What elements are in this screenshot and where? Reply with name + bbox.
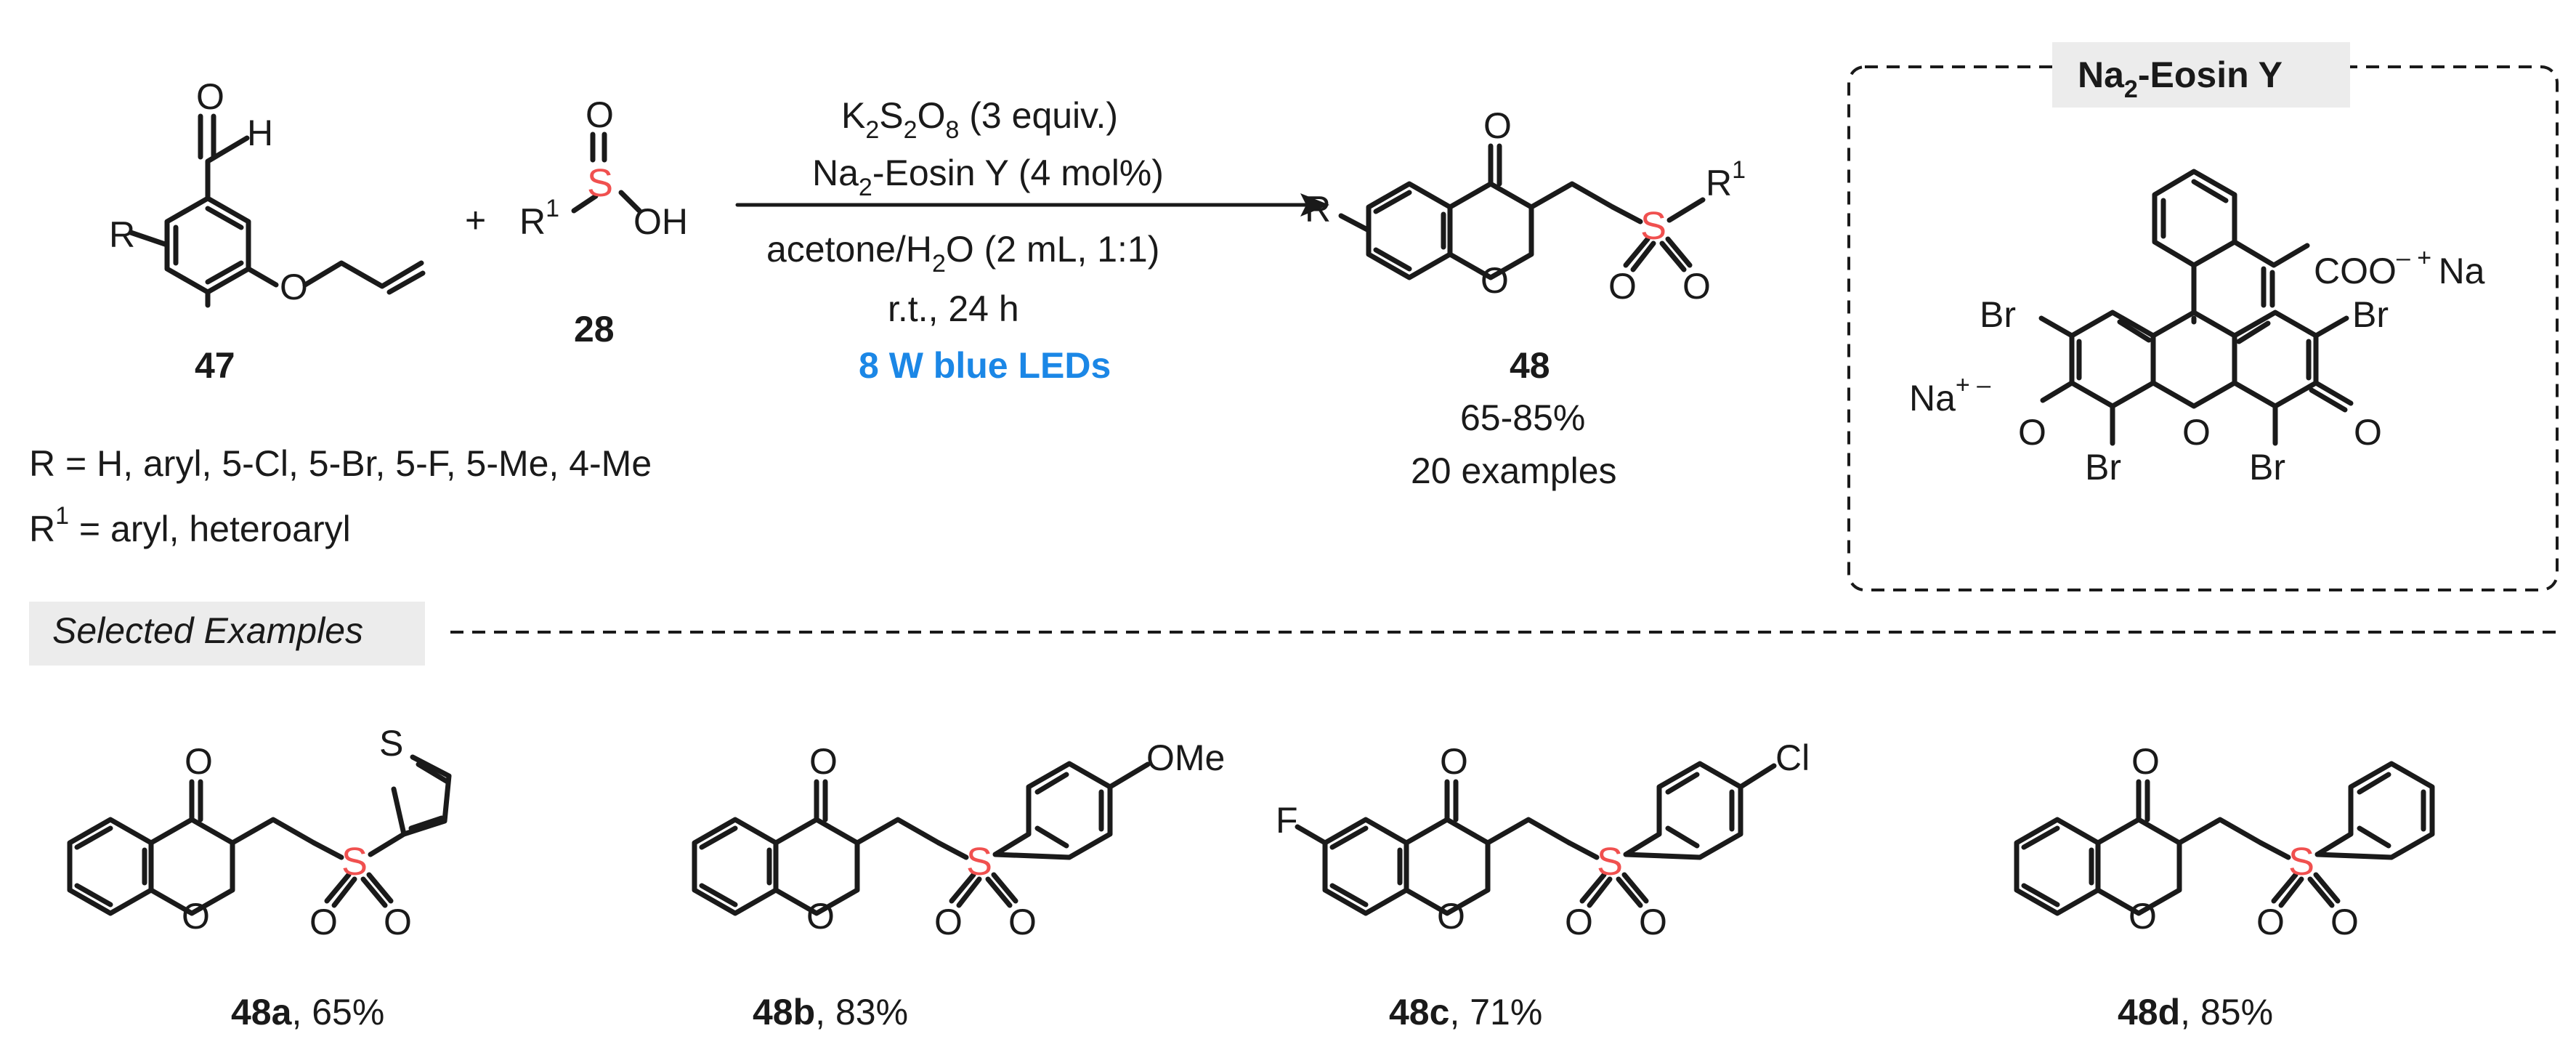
keto-oxygen: O bbox=[2131, 741, 2160, 782]
condition-temp-time: r.t., 24 h bbox=[888, 288, 1019, 329]
example-label-48c: 48c, 71% bbox=[1389, 992, 1542, 1032]
product-48: O O R S R1 O O bbox=[1305, 105, 1746, 307]
condition-oxidant: K2S2O8 (3 equiv.) bbox=[841, 95, 1118, 144]
example-label-48b: 48b, 83% bbox=[753, 992, 908, 1032]
ring-oxygen: O bbox=[2129, 896, 2157, 937]
sulfonyl-oxygen-left: O bbox=[934, 902, 963, 942]
sulfonyl-oxygen-right: O bbox=[1008, 902, 1037, 942]
sulfonyl-oxygen-left: O bbox=[1565, 902, 1593, 942]
product-r-group: R bbox=[1305, 189, 1331, 230]
plus-sign: + bbox=[465, 200, 486, 240]
r-group: R bbox=[109, 214, 135, 255]
xanthene-oxygen: O bbox=[2182, 412, 2211, 453]
catalyst-box: Na2-Eosin Y COO– + Na Br Br Br Br O O Na… bbox=[1847, 42, 2559, 591]
br-left-bottom: Br bbox=[2085, 447, 2121, 488]
sulfonyl-oxygen-left: O bbox=[1608, 266, 1637, 307]
sulfonyl-oxygen-right: O bbox=[1682, 266, 1711, 307]
ring-oxygen: O bbox=[182, 896, 210, 937]
product-r1: R1 bbox=[1706, 156, 1746, 203]
compound-label-28: 28 bbox=[574, 309, 615, 349]
chloro: Cl bbox=[1775, 737, 1810, 778]
sulfonyl-oxygen-left: O bbox=[309, 902, 338, 942]
aldehyde-oxygen: O bbox=[196, 76, 224, 117]
reactant-28: R1 S O OH 28 bbox=[519, 94, 688, 349]
thiophene-sulfur: S bbox=[379, 723, 403, 764]
example-48c: O O S O O Cl F bbox=[1276, 737, 1810, 942]
keto-oxygen: O bbox=[2354, 412, 2382, 453]
condition-catalyst: Na2-Eosin Y (4 mol%) bbox=[812, 153, 1164, 201]
sulfur: S bbox=[966, 840, 992, 884]
keto-oxygen: O bbox=[1440, 741, 1468, 782]
keto-oxygen: O bbox=[1483, 105, 1512, 146]
catalyst-title: Na2-Eosin Y bbox=[2078, 54, 2283, 103]
compound-label-47: 47 bbox=[195, 345, 235, 386]
condition-light: 8 W blue LEDs bbox=[859, 345, 1111, 386]
compound-label-48: 48 bbox=[1510, 345, 1550, 386]
ring-oxygen: O bbox=[806, 896, 835, 937]
aldehyde-hydrogen: H bbox=[247, 113, 273, 153]
sulfur: S bbox=[341, 840, 368, 884]
phenolate-oxygen: O bbox=[2018, 412, 2046, 453]
br-right-top: Br bbox=[2352, 294, 2389, 335]
product-example-count: 20 examples bbox=[1411, 450, 1617, 491]
sulfonyl-oxygen-right: O bbox=[384, 902, 412, 942]
example-48d: O O S O O bbox=[2017, 741, 2435, 942]
methoxy: OMe bbox=[1146, 737, 1225, 778]
sulfonyl-oxygen-left: O bbox=[2256, 902, 2285, 942]
condition-solvent: acetone/H2O (2 mL, 1:1) bbox=[766, 229, 1159, 278]
product-yield-range: 65-85% bbox=[1460, 397, 1585, 438]
r-scope: R = H, aryl, 5-Cl, 5-Br, 5-F, 5-Me, 4-Me bbox=[29, 443, 652, 484]
reaction-conditions: K2S2O8 (3 equiv.) Na2-Eosin Y (4 mol%) a… bbox=[735, 95, 1329, 386]
r1-group: R1 bbox=[519, 195, 559, 242]
phenolate-counterion: Na+ – bbox=[1909, 371, 1990, 419]
ether-oxygen: O bbox=[280, 267, 308, 307]
product-sulfur: S bbox=[1640, 204, 1666, 248]
selected-examples-header: Selected Examples bbox=[52, 610, 363, 651]
sulfonyl-oxygen-right: O bbox=[2330, 902, 2359, 942]
example-48a: O O S O O S bbox=[70, 723, 452, 942]
r1-scope: R1 = aryl, heteroaryl bbox=[29, 502, 351, 549]
keto-oxygen: O bbox=[809, 741, 838, 782]
sulfur: S bbox=[2288, 840, 2314, 884]
sulfur-atom: S bbox=[587, 161, 613, 205]
carboxylate: COO– + Na bbox=[2314, 244, 2485, 291]
example-48b: O O S O O OMe bbox=[694, 737, 1225, 942]
fluoro: F bbox=[1276, 800, 1298, 841]
reactant-47: O H O R 47 bbox=[109, 76, 426, 386]
br-right-bottom: Br bbox=[2249, 447, 2285, 488]
br-left-top: Br bbox=[1980, 294, 2016, 335]
ring-oxygen: O bbox=[1481, 260, 1509, 301]
sulfinic-oxygen: O bbox=[586, 94, 614, 135]
sulfonyl-oxygen-right: O bbox=[1639, 902, 1667, 942]
hydroxyl: OH bbox=[633, 201, 688, 242]
example-label-48d: 48d, 85% bbox=[2118, 992, 2273, 1032]
example-label-48a: 48a, 65% bbox=[231, 992, 384, 1032]
ring-oxygen: O bbox=[1437, 896, 1465, 937]
keto-oxygen: O bbox=[185, 741, 213, 782]
sulfur: S bbox=[1597, 840, 1623, 884]
